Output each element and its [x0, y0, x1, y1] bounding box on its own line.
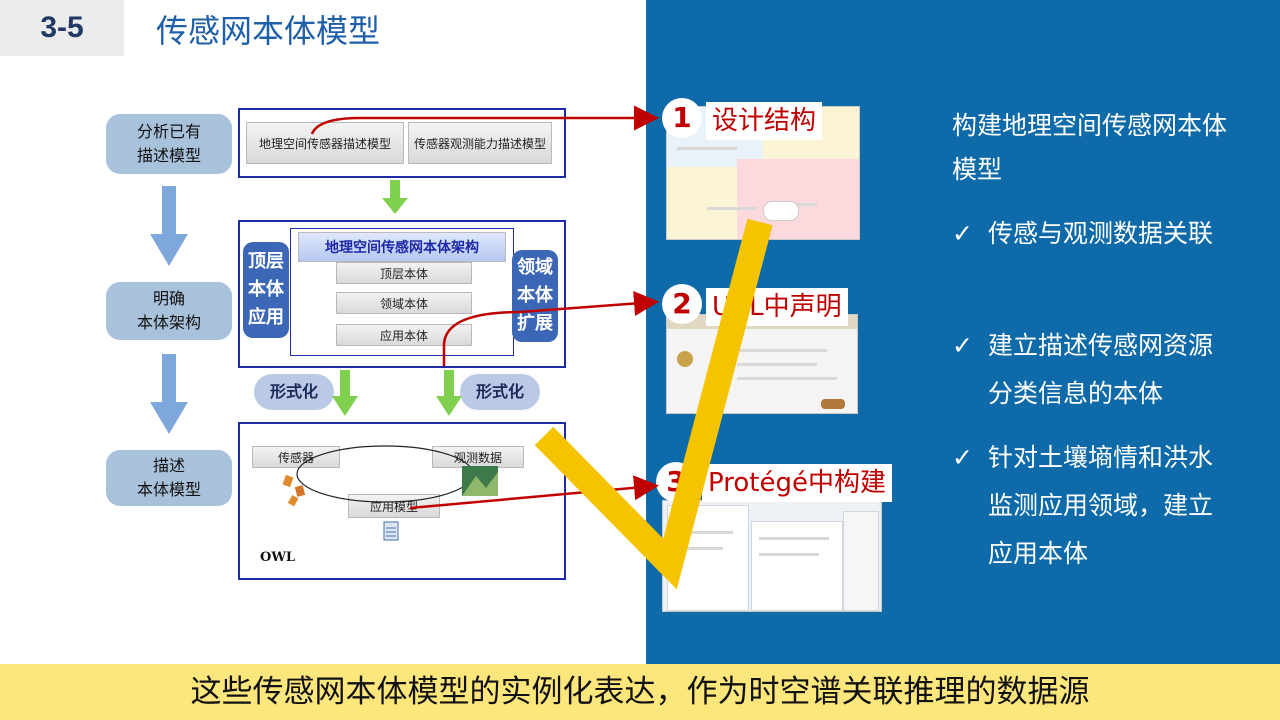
panel-heading: 构建地理空间传感网本体模型: [952, 111, 1228, 184]
connector-arrow-1: [310, 105, 659, 135]
footer-text: 这些传感网本体模型的实例化表达，作为时空谱关联推理的数据源: [190, 674, 1090, 710]
section-number: 3-5: [0, 0, 124, 56]
check-icon: ✓: [952, 219, 973, 248]
bullet-1: ✓ 传感与观测数据关联: [952, 210, 1232, 306]
document-icon: [383, 521, 399, 541]
step-3-label: Protégé中构建: [702, 464, 892, 502]
check-icon: ✓: [952, 443, 973, 472]
logo-icon: [821, 399, 845, 409]
stage-describe: 描述 本体模型: [106, 450, 232, 506]
bullet-2-text: 建立描述传感网资源分类信息的本体: [988, 331, 1214, 408]
page-title: 传感网本体模型: [156, 12, 381, 50]
stage-analyze: 分析已有 描述模型: [106, 114, 232, 174]
connector-arrow-2: [442, 291, 659, 366]
layer-domain: 领域本体: [336, 292, 472, 314]
node-observation-data: 观测数据: [432, 446, 524, 468]
stage-arrows: [150, 186, 188, 434]
layer-application: 应用本体: [336, 324, 472, 346]
step-1-number: 1: [662, 98, 702, 138]
model-ellipse: [296, 445, 474, 503]
step-2-number: 2: [662, 284, 702, 324]
sensor-cluster-icon: [282, 474, 306, 507]
architecture-title: 地理空间传感网本体架构: [298, 232, 506, 262]
bullet-3-text: 针对土壤墒情和洪水监测应用领域，建立应用本体: [988, 443, 1214, 568]
formalize-pill-right: 形式化: [460, 374, 540, 410]
step-1-label: 设计结构: [706, 102, 823, 140]
formalize-arrows: [332, 180, 462, 416]
node-sensor: 传感器: [252, 446, 340, 468]
bullet-1-text: 传感与观测数据关联: [988, 219, 1214, 248]
owl-label: OWL: [260, 550, 296, 565]
bullet-3: ✓ 针对土壤墒情和洪水监测应用领域，建立应用本体: [952, 434, 1232, 578]
layer-top: 顶层本体: [336, 262, 472, 284]
check-icon: ✓: [952, 331, 973, 360]
footer-bar: [0, 664, 1280, 720]
observation-capability-model: 传感器观测能力描述模型: [408, 122, 552, 164]
terrain-image-icon: [462, 466, 498, 496]
top-ontology-application-pill: 顶层 本体 应用: [243, 242, 289, 338]
stage-architecture: 明确 本体架构: [106, 282, 232, 340]
bullet-2: ✓ 建立描述传感网资源分类信息的本体: [952, 322, 1232, 418]
formalize-pill-left: 形式化: [254, 374, 334, 410]
big-check-icon: [534, 218, 773, 590]
user-avatar-icon: [677, 351, 693, 367]
domain-ontology-extension-pill: 领域 本体 扩展: [512, 250, 558, 342]
geo-sensor-model: 地理空间传感器描述模型: [246, 122, 404, 164]
